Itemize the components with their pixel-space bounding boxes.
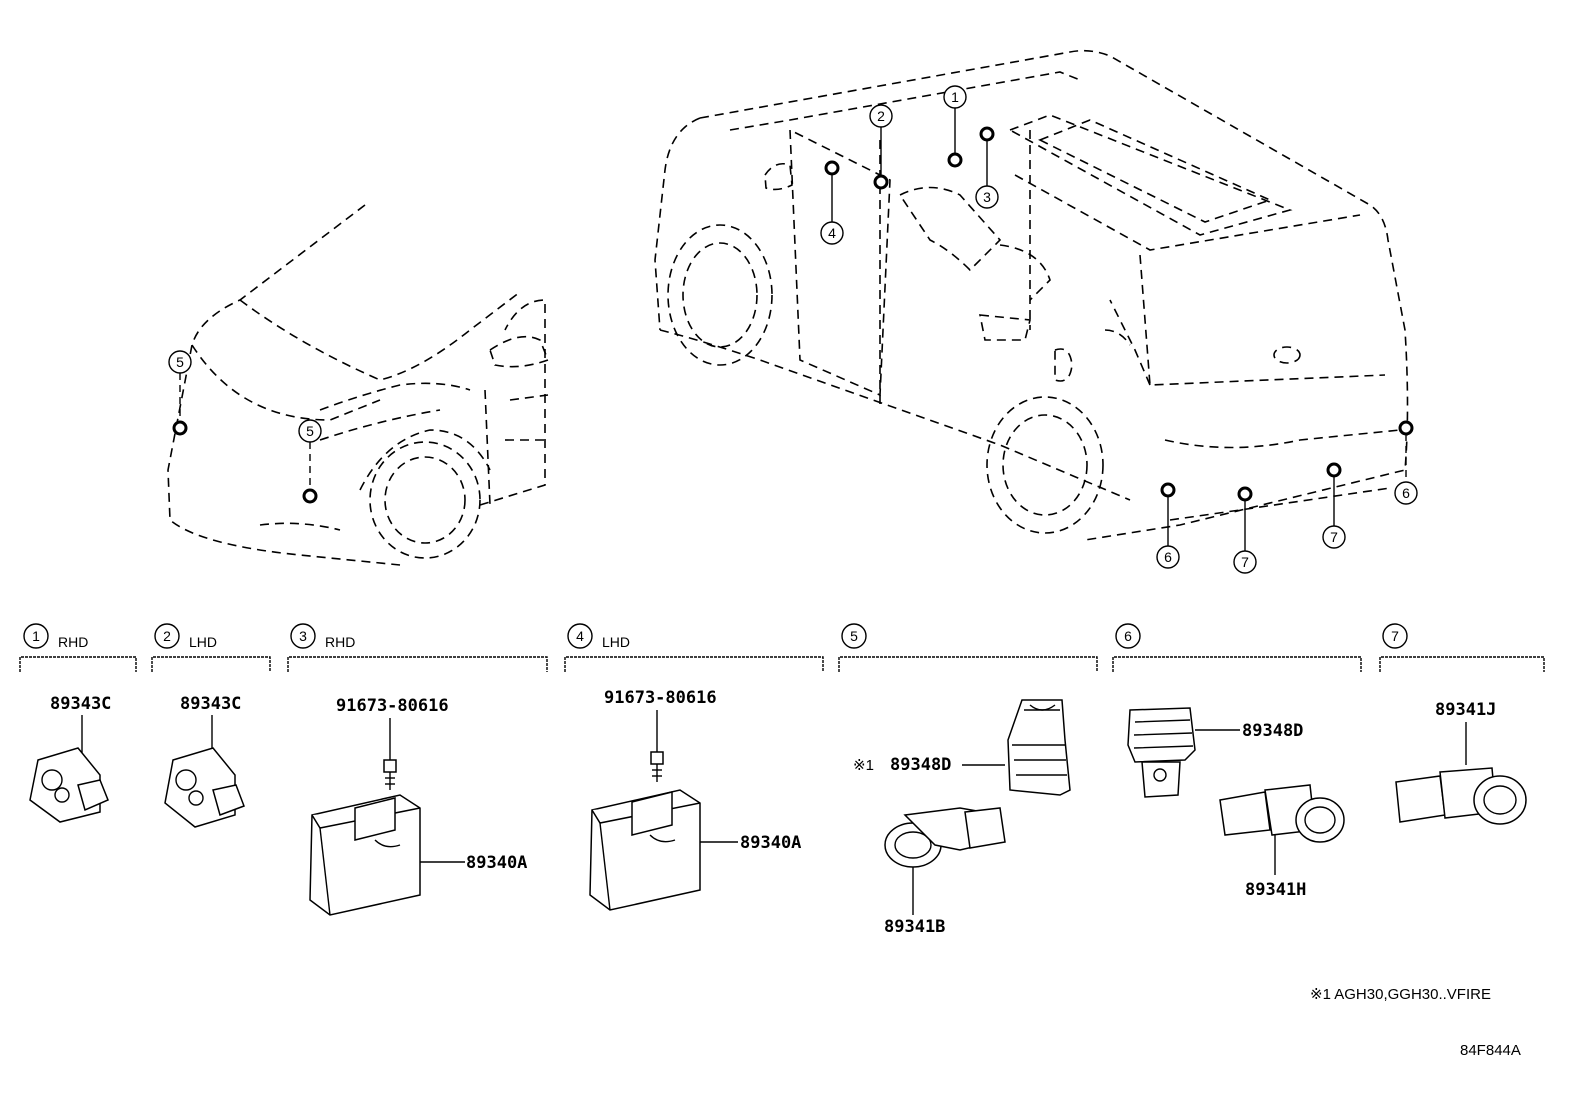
part-ecu-lhd: 91673-80616 89340A — [589, 688, 801, 911]
svg-text:89348D: 89348D — [890, 755, 951, 775]
section-6-header: 6 — [1112, 623, 1362, 672]
svg-text:7: 7 — [1330, 529, 1338, 545]
location-dot-7a — [1237, 486, 1253, 502]
location-dot-2 — [873, 174, 889, 190]
section-3-header: 3 RHD — [287, 623, 548, 672]
svg-text:89343C: 89343C — [50, 694, 111, 714]
svg-text:3: 3 — [983, 189, 991, 205]
svg-text:RHD: RHD — [325, 634, 355, 650]
part-89343C-rhd: 89343C — [29, 694, 111, 823]
diagram-code: 84F844A — [1460, 1042, 1521, 1059]
location-dot-6b — [1398, 420, 1414, 436]
svg-text:91673-80616: 91673-80616 — [336, 696, 449, 716]
svg-text:89341B: 89341B — [884, 917, 945, 937]
location-dot-7b — [1326, 462, 1342, 478]
svg-text:5: 5 — [306, 423, 314, 439]
svg-text:6: 6 — [1124, 628, 1132, 644]
bolt-icon — [650, 751, 664, 782]
callout-7a: 7 — [1233, 550, 1257, 574]
callout-7b: 7 — [1322, 525, 1346, 549]
svg-text:6: 6 — [1402, 485, 1410, 501]
section-5-header: 5 — [838, 623, 1098, 672]
part-sensor-front: ※1 89348D 89341B — [853, 699, 1071, 937]
svg-text:4: 4 — [576, 628, 584, 644]
svg-text:91673-80616: 91673-80616 — [604, 688, 717, 708]
part-ecu-rhd: 91673-80616 89340A — [309, 696, 527, 916]
svg-text:※1: ※1 — [853, 757, 874, 774]
svg-text:6: 6 — [1164, 549, 1172, 565]
location-dot-1 — [947, 152, 963, 168]
part-89343C-lhd: 89343C — [164, 694, 245, 828]
section-7-header: 7 — [1379, 623, 1545, 672]
svg-text:RHD: RHD — [58, 634, 88, 650]
callout-6a: 6 — [1156, 545, 1180, 569]
svg-text:4: 4 — [828, 225, 836, 241]
svg-text:5: 5 — [176, 354, 184, 370]
svg-text:3: 3 — [299, 628, 307, 644]
part-sensor-rear-corner: 89348D 89341H — [1127, 707, 1345, 900]
callout-1: 1 — [943, 85, 967, 109]
section-1-header: 1 RHD — [19, 623, 137, 672]
section-2-header: 2 LHD — [151, 623, 271, 672]
svg-text:89340A: 89340A — [740, 833, 801, 853]
callout-3: 3 — [975, 185, 999, 209]
rear-vehicle-view — [654, 49, 1409, 541]
svg-text:89343C: 89343C — [180, 694, 241, 714]
svg-text:1: 1 — [951, 89, 959, 105]
svg-text:LHD: LHD — [602, 634, 630, 650]
svg-text:5: 5 — [850, 628, 858, 644]
svg-text:7: 7 — [1241, 554, 1249, 570]
svg-text:2: 2 — [877, 108, 885, 124]
callout-5b: 5 — [298, 419, 322, 443]
location-dot-6a — [1160, 482, 1176, 498]
bolt-icon — [383, 759, 397, 790]
svg-text:89341H: 89341H — [1245, 880, 1306, 900]
svg-text:89341J: 89341J — [1435, 700, 1496, 720]
callout-5a: 5 — [168, 350, 192, 374]
location-dot-5b — [302, 488, 318, 504]
svg-text:LHD: LHD — [189, 634, 217, 650]
callout-6b: 6 — [1394, 481, 1418, 505]
svg-text:7: 7 — [1391, 628, 1399, 644]
svg-text:1: 1 — [32, 628, 40, 644]
location-dot-4 — [824, 160, 840, 176]
svg-text:89348D: 89348D — [1242, 721, 1303, 741]
front-vehicle-view — [167, 204, 550, 566]
footnote: ※1 AGH30,GGH30..VFIRE — [1310, 986, 1491, 1003]
callout-4: 4 — [820, 221, 844, 245]
section-4-header: 4 LHD — [564, 623, 824, 672]
location-dot-3 — [979, 126, 995, 142]
part-sensor-rear-center: 89341J — [1395, 700, 1527, 825]
svg-text:89340A: 89340A — [466, 853, 527, 873]
location-dot-5a — [172, 420, 188, 436]
callout-2: 2 — [869, 104, 893, 128]
svg-text:2: 2 — [163, 628, 171, 644]
location-callouts: 1 2 3 4 5 5 6 6 7 7 — [168, 85, 1418, 574]
